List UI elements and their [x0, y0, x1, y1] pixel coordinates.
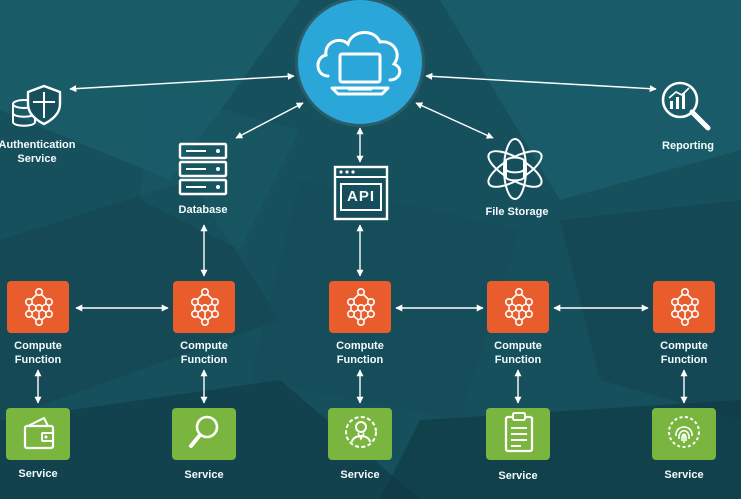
- service-label: Service: [664, 469, 704, 481]
- network-nodes-icon: [347, 287, 375, 326]
- magnifier-chart-icon: [661, 81, 711, 131]
- service-label: Service: [498, 470, 538, 482]
- auth-label-line1: Authentication: [0, 139, 76, 151]
- service-box: [328, 408, 392, 460]
- service-label: Service: [184, 469, 224, 481]
- service-label: Service: [340, 469, 380, 481]
- network-nodes-icon: [25, 287, 53, 326]
- compute-label-line2: Function: [14, 354, 62, 366]
- user-gear-icon: [345, 416, 377, 448]
- shield-database-icon: [12, 84, 62, 127]
- reporting-label: Reporting: [662, 140, 714, 152]
- compute-label-line2: Function: [336, 354, 384, 366]
- cloud-laptop-icon: [316, 31, 402, 96]
- api-label: API: [346, 188, 375, 205]
- compute-label-line1: Compute: [336, 340, 384, 352]
- compute-label-line1: Compute: [180, 340, 228, 352]
- server-rack-icon: [178, 142, 228, 196]
- network-nodes-icon: [671, 287, 699, 326]
- clipboard-icon: [504, 412, 534, 453]
- service-label: Service: [18, 468, 58, 480]
- network-nodes-icon: [191, 287, 219, 326]
- database-label: Database: [178, 204, 228, 216]
- compute-label-line2: Function: [180, 354, 228, 366]
- compute-label-line2: Function: [660, 354, 708, 366]
- wallet-icon: [23, 417, 55, 450]
- network-nodes-icon: [505, 287, 533, 326]
- fingerprint-icon: [668, 416, 700, 448]
- search-icon: [189, 415, 219, 448]
- file-storage-label: File Storage: [485, 206, 549, 218]
- auth-label-line2: Service: [17, 153, 57, 165]
- compute-label-line1: Compute: [494, 340, 542, 352]
- compute-label-line2: Function: [494, 354, 542, 366]
- api-window-icon: [333, 165, 389, 221]
- compute-label-line1: Compute: [14, 340, 62, 352]
- atom-database-icon: [487, 138, 543, 200]
- compute-label-line1: Compute: [660, 340, 708, 352]
